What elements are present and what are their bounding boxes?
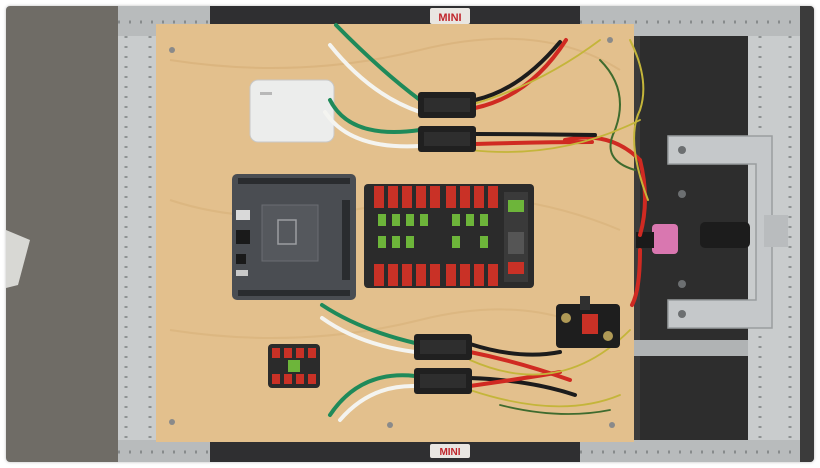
- mini-sticker-bottom: MINI: [439, 447, 460, 458]
- pdp-top-terminals: [374, 186, 498, 208]
- speed-controller-top-1: [418, 92, 476, 118]
- main-breaker: [556, 296, 620, 348]
- wires-top: [323, 23, 641, 153]
- robot-electronics-photo: MINI MINI: [6, 6, 814, 462]
- mini-sticker-top: MINI: [438, 12, 461, 24]
- gearbox-bottom: [210, 440, 580, 462]
- wires-bottom: [320, 303, 631, 422]
- pdp-bottom-terminals: [374, 264, 498, 286]
- wireless-radio: [249, 79, 335, 143]
- chassis-rail-left: [118, 6, 158, 462]
- pink-battery-connector: [652, 224, 678, 254]
- power-distribution-panel: [364, 184, 534, 288]
- battery-bracket: [667, 135, 788, 329]
- paper-scrap: [6, 230, 30, 288]
- voltage-regulator-module: [268, 344, 320, 388]
- speed-controller-top-2: [418, 126, 476, 152]
- photo-frame: MINI MINI: [6, 6, 814, 462]
- roborio-controller: [232, 174, 356, 300]
- pdp-breakers: [378, 214, 488, 248]
- wires-right: [563, 39, 649, 307]
- speed-controller-bottom-1: [414, 334, 472, 360]
- speed-controller-bottom-2: [414, 368, 472, 394]
